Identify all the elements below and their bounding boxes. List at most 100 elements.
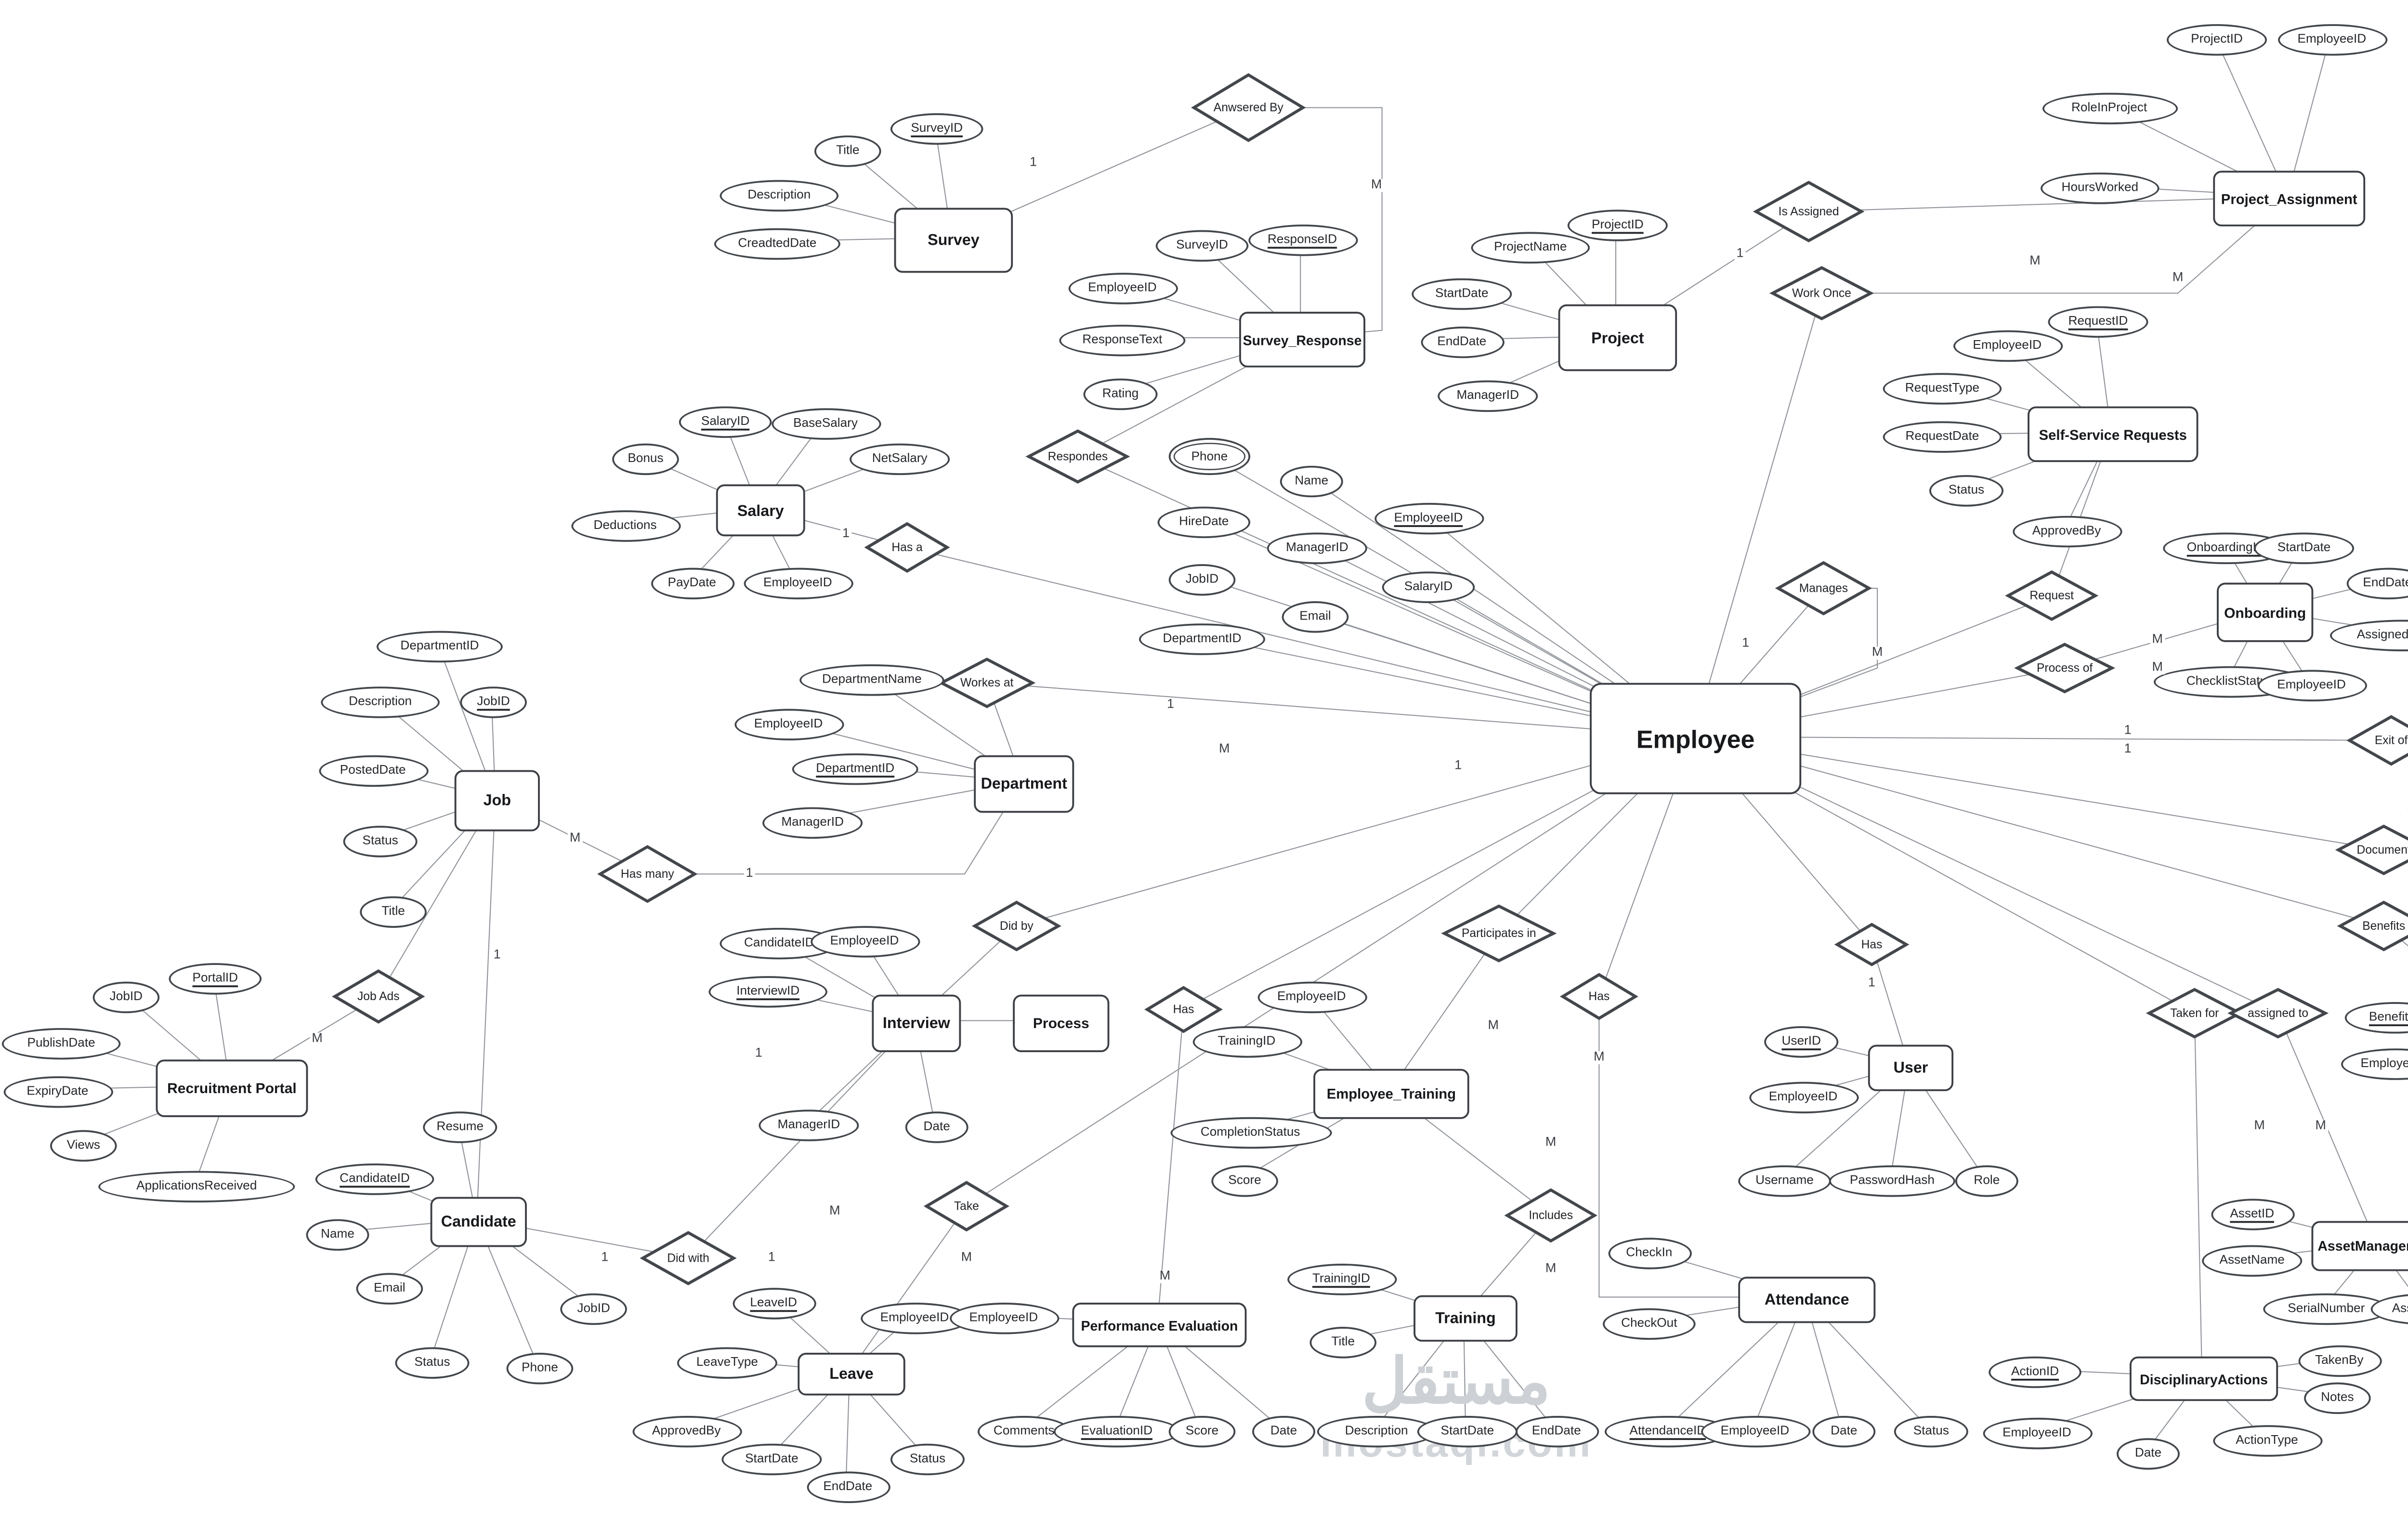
cardinality-label: M — [827, 1205, 842, 1218]
attribute-enddate: EndDate — [806, 1470, 890, 1503]
attribute-label: RoleInProject — [2071, 101, 2147, 114]
entity-recruitment_portal: Recruitment Portal — [156, 1058, 308, 1116]
entity-survey_response: Survey_Response — [1239, 312, 1365, 368]
attribute-label: StartDate — [2277, 541, 2331, 554]
attribute-label: Phone — [1191, 450, 1228, 463]
attribute-label: Score — [1228, 1174, 1261, 1187]
relationship-label: Manages — [1799, 581, 1848, 595]
entity-label: Survey_Response — [1243, 331, 1362, 348]
attribute-managerid: ManagerID — [759, 1109, 859, 1140]
cardinality-label: 1 — [753, 1047, 764, 1061]
attribute-evaluationid: EvaluationID — [1053, 1415, 1180, 1447]
attribute-label: EndDate — [1437, 335, 1487, 348]
attribute-label: EmployeeID — [2360, 1056, 2408, 1070]
relationship-connector-work_once-employee — [1693, 293, 1822, 737]
attribute-label: Status — [414, 1355, 450, 1369]
attribute-title: Title — [814, 134, 881, 166]
attribute-label: ExpiryDate — [26, 1084, 89, 1098]
cardinality-label: 1 — [1866, 977, 1877, 990]
attribute-label: CompletionStatus — [1200, 1125, 1300, 1139]
attribute-departmentid: DepartmentID — [1139, 622, 1265, 654]
entity-label: Salary — [737, 501, 784, 520]
relationship-take: Take — [926, 1182, 1007, 1230]
attribute-basesalary: BaseSalary — [771, 407, 880, 439]
relationship-connector-taken_for-disciplinary — [2194, 1013, 2203, 1377]
attribute-label: SurveyID — [1176, 238, 1228, 251]
attribute-label: BaseSalary — [793, 416, 858, 430]
relationship-label: Has — [1861, 938, 1883, 951]
cardinality-label: M — [1486, 1019, 1501, 1033]
attribute-expirydate: ExpiryDate — [2, 1075, 113, 1107]
attribute-label: AssetName — [2219, 1253, 2285, 1267]
attribute-label: ProjectName — [1494, 240, 1567, 253]
attribute-approvedby: ApprovedBy — [631, 1415, 741, 1447]
attribute-label: Score — [1185, 1424, 1219, 1438]
attribute-label: ActionType — [2236, 1433, 2298, 1447]
relationship-workes_at: Workes at — [941, 659, 1034, 707]
relationship-document: Document — [2337, 826, 2408, 874]
entity-label: AssetManagement — [2317, 1237, 2408, 1254]
attribute-startdate: StartDate — [721, 1442, 822, 1475]
attribute-label: LeaveID — [750, 1296, 797, 1309]
attribute-managerid: ManagerID — [1267, 531, 1367, 564]
attribute-candidateid: CandidateID — [315, 1162, 434, 1194]
attribute-label: Status — [362, 834, 398, 847]
entity-label: Department — [981, 774, 1067, 792]
attribute-notes: Notes — [2304, 1381, 2371, 1413]
entity-onboarding: Onboarding — [2217, 582, 2314, 642]
attribute-assignedmentor: AssignedMentor — [2329, 619, 2408, 651]
cardinality-label: M — [2150, 634, 2165, 647]
attribute-label: Date — [1831, 1424, 1858, 1438]
cardinality-label: 1 — [744, 867, 755, 881]
attribute-leaveid: LeaveID — [732, 1287, 815, 1319]
attribute-label: PublishDate — [27, 1036, 95, 1050]
attribute-employeeid: EmployeeID — [1952, 329, 2062, 361]
entity-label: User — [1893, 1057, 1928, 1077]
attribute-label: Comments — [993, 1424, 1055, 1438]
relationship-label: Respondes — [1047, 450, 1108, 463]
attribute-label: Email — [374, 1281, 406, 1294]
attribute-label: JobID — [477, 695, 510, 708]
entity-user: User — [1868, 1043, 1954, 1090]
attribute-label: EmployeeID — [763, 576, 832, 589]
attribute-label: Description — [349, 695, 412, 708]
relationship-label: Has — [1173, 1003, 1194, 1016]
attribute-deductions: Deductions — [570, 509, 680, 541]
attribute-employeeid: EmployeeID — [2256, 669, 2367, 701]
entity-training: Training — [1413, 1294, 1518, 1341]
attribute-label: Phone — [522, 1361, 558, 1374]
relationship-is_assigned: Is Assigned — [1755, 182, 1862, 241]
attribute-label: Role — [1974, 1174, 2000, 1187]
attribute-views: Views — [50, 1129, 117, 1161]
attribute-departmentid: DepartmentID — [792, 752, 918, 784]
cardinality-label: M — [1544, 1136, 1558, 1150]
cardinality-label: 1 — [1740, 637, 1752, 651]
relationship-job_ads: Job Ads — [334, 971, 423, 1023]
entity-label: Onboarding — [2224, 604, 2306, 621]
cardinality-label: M — [567, 832, 583, 845]
attribute-label: HoursWorked — [2061, 181, 2139, 194]
attribute-employeeid: EmployeeID — [2340, 1047, 2408, 1079]
attribute-label: InterviewID — [736, 984, 800, 998]
entity-label: Interview — [882, 1013, 950, 1032]
relationship-request: Request — [2007, 571, 2096, 620]
attribute-label: EmployeeID — [1720, 1424, 1790, 1438]
attribute-label: PostedDate — [340, 764, 406, 777]
relationship-label: Is Assigned — [1778, 205, 1839, 218]
attribute-label: ManagerID — [777, 1118, 840, 1131]
relationship-connector-workes_at-employee — [987, 682, 1694, 738]
attribute-employeeid: EmployeeID — [1748, 1081, 1858, 1113]
attribute-label: JobID — [577, 1302, 610, 1315]
attribute-status: Status — [343, 825, 418, 857]
attribute-label: HireDate — [1179, 515, 1229, 528]
attribute-startdate: StartDate — [1412, 277, 1512, 309]
attribute-projectid: ProjectID — [2167, 23, 2267, 55]
cardinality-label: M — [310, 1032, 325, 1046]
attribute-label: Name — [321, 1228, 354, 1241]
attribute-enddate: EndDate — [2345, 567, 2408, 599]
relationship-has_att: Has — [1562, 974, 1636, 1018]
attribute-bonus: Bonus — [612, 442, 679, 475]
attribute-completionstatus: CompletionStatus — [1169, 1116, 1331, 1148]
attribute-phone: Phone — [1168, 438, 1251, 475]
attribute-interviewid: InterviewID — [708, 975, 827, 1007]
